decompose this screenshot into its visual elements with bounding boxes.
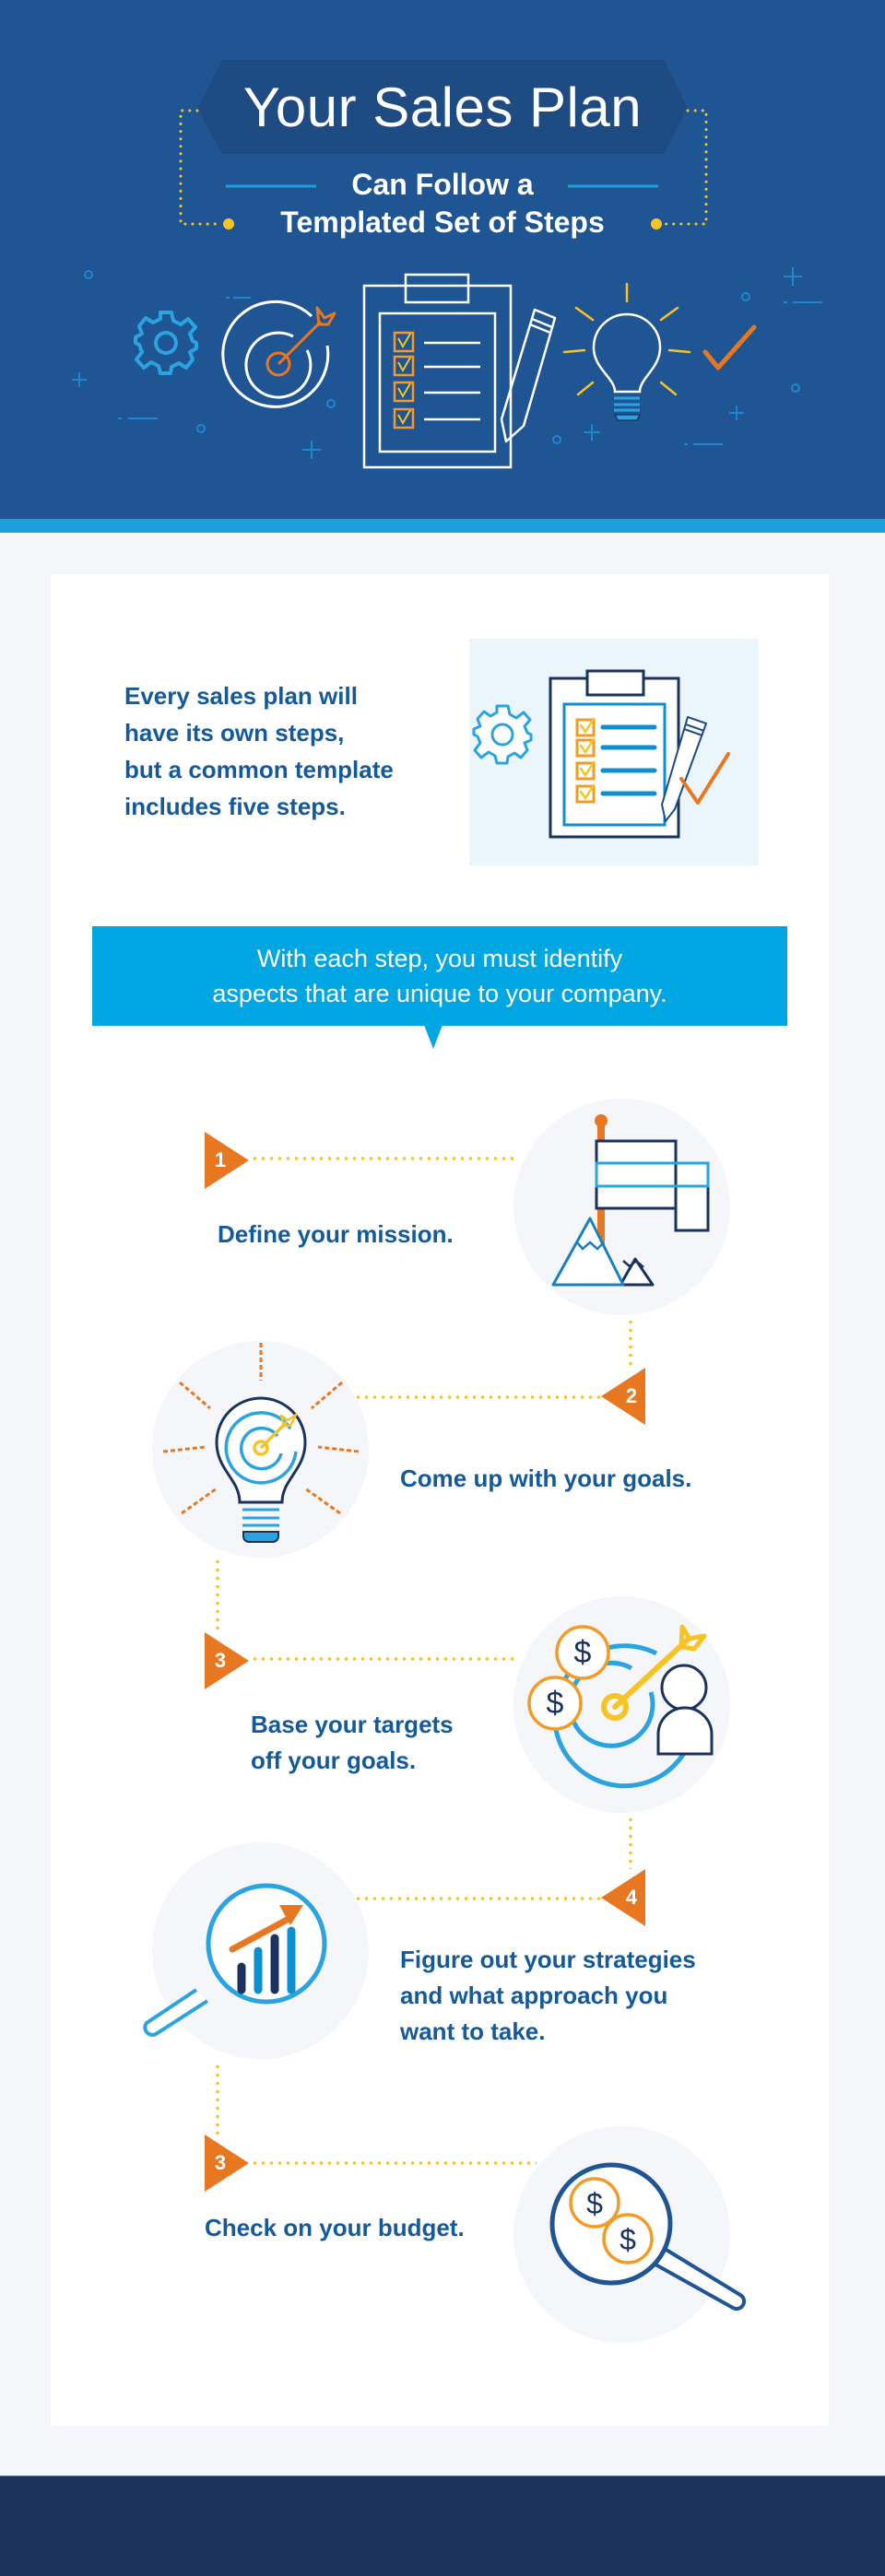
step-5-text: Check on your budget. bbox=[205, 2210, 465, 2246]
title-hexagon-banner bbox=[197, 60, 688, 154]
intro-line: Every sales plan will bbox=[124, 682, 358, 710]
magnifier-chart-icon bbox=[143, 1883, 327, 2037]
subtitle-line-1: Can Follow a bbox=[351, 168, 534, 201]
step-text-line: off your goals. bbox=[251, 1747, 417, 1774]
step-text-line: Check on your budget. bbox=[205, 2214, 465, 2241]
svg-text:$: $ bbox=[547, 1686, 564, 1721]
step-badge-3: 3 bbox=[205, 1632, 249, 1689]
intro-illustration bbox=[469, 639, 759, 865]
step-5-icon-circle: $ $ bbox=[513, 2126, 747, 2343]
step-number: 4 bbox=[625, 1886, 638, 1909]
target-money-person-icon: $ $ bbox=[527, 1624, 714, 1789]
magnifier-money-icon: $ $ bbox=[549, 2162, 747, 2311]
accent-stripe bbox=[0, 519, 885, 533]
step-text-line: and what approach you bbox=[400, 1982, 668, 2009]
step-number: 3 bbox=[214, 2151, 227, 2174]
step-badge-5: 3 bbox=[205, 2135, 249, 2192]
callout-pointer bbox=[424, 1025, 442, 1049]
step-3-text: Base your targets off your goals. bbox=[251, 1707, 454, 1779]
step-badge-1: 1 bbox=[205, 1132, 249, 1189]
connector-dots bbox=[629, 1816, 632, 1869]
pencil-icon bbox=[661, 716, 707, 822]
callout-banner: With each step, you must identify aspect… bbox=[92, 926, 787, 1026]
intro-text: Every sales plan will have its own steps… bbox=[124, 677, 438, 825]
connector-dots bbox=[251, 1157, 518, 1160]
gear-icon bbox=[472, 704, 533, 765]
step-1-text: Define your mission. bbox=[218, 1217, 454, 1253]
flag-mountain-icon bbox=[551, 1114, 710, 1287]
intro-line: includes five steps. bbox=[124, 793, 346, 820]
svg-text:$: $ bbox=[620, 2223, 636, 2256]
connector-dots bbox=[216, 2063, 219, 2135]
step-1-icon-circle bbox=[513, 1099, 730, 1315]
step-number: 2 bbox=[625, 1384, 638, 1407]
step-3-icon-circle: $ $ bbox=[513, 1596, 730, 1813]
page-title: Your Sales Plan bbox=[242, 76, 643, 138]
connector-dots bbox=[251, 2161, 537, 2165]
intro-line: but a common template bbox=[124, 756, 394, 783]
connector-dots bbox=[251, 1657, 518, 1661]
step-text-line: Figure out your strategies bbox=[400, 1946, 696, 1973]
step-text-line: Come up with your goals. bbox=[400, 1464, 692, 1492]
connector-dots bbox=[354, 1897, 601, 1900]
step-number: 1 bbox=[214, 1148, 227, 1171]
step-badge-4: 4 bbox=[601, 1869, 645, 1926]
footer-band bbox=[0, 2476, 885, 2576]
step-2-text: Come up with your goals. bbox=[400, 1461, 691, 1497]
step-2-icon-circle bbox=[152, 1341, 369, 1558]
connector-dots bbox=[216, 1558, 219, 1633]
step-4-icon-circle bbox=[143, 1842, 369, 2059]
svg-text:$: $ bbox=[586, 2187, 603, 2220]
step-text-line: Define your mission. bbox=[218, 1220, 454, 1248]
step-4-text: Figure out your strategies and what appr… bbox=[400, 1942, 696, 2050]
callout-line-2: aspects that are unique to your company. bbox=[212, 980, 667, 1007]
subtitle-line-2: Templated Set of Steps bbox=[280, 206, 605, 239]
step-badge-2: 2 bbox=[601, 1368, 645, 1425]
callout-line-1: With each step, you must identify bbox=[256, 945, 623, 972]
step-number: 3 bbox=[214, 1649, 227, 1672]
step-text-line: Base your targets bbox=[251, 1711, 454, 1738]
svg-text:$: $ bbox=[574, 1635, 592, 1670]
connector-dots bbox=[354, 1395, 601, 1399]
checkmark-icon bbox=[679, 752, 730, 805]
lightbulb-target-icon bbox=[162, 1343, 360, 1543]
intro-line: have its own steps, bbox=[124, 719, 345, 747]
step-text-line: want to take. bbox=[400, 2017, 546, 2045]
connector-dots bbox=[629, 1318, 632, 1368]
